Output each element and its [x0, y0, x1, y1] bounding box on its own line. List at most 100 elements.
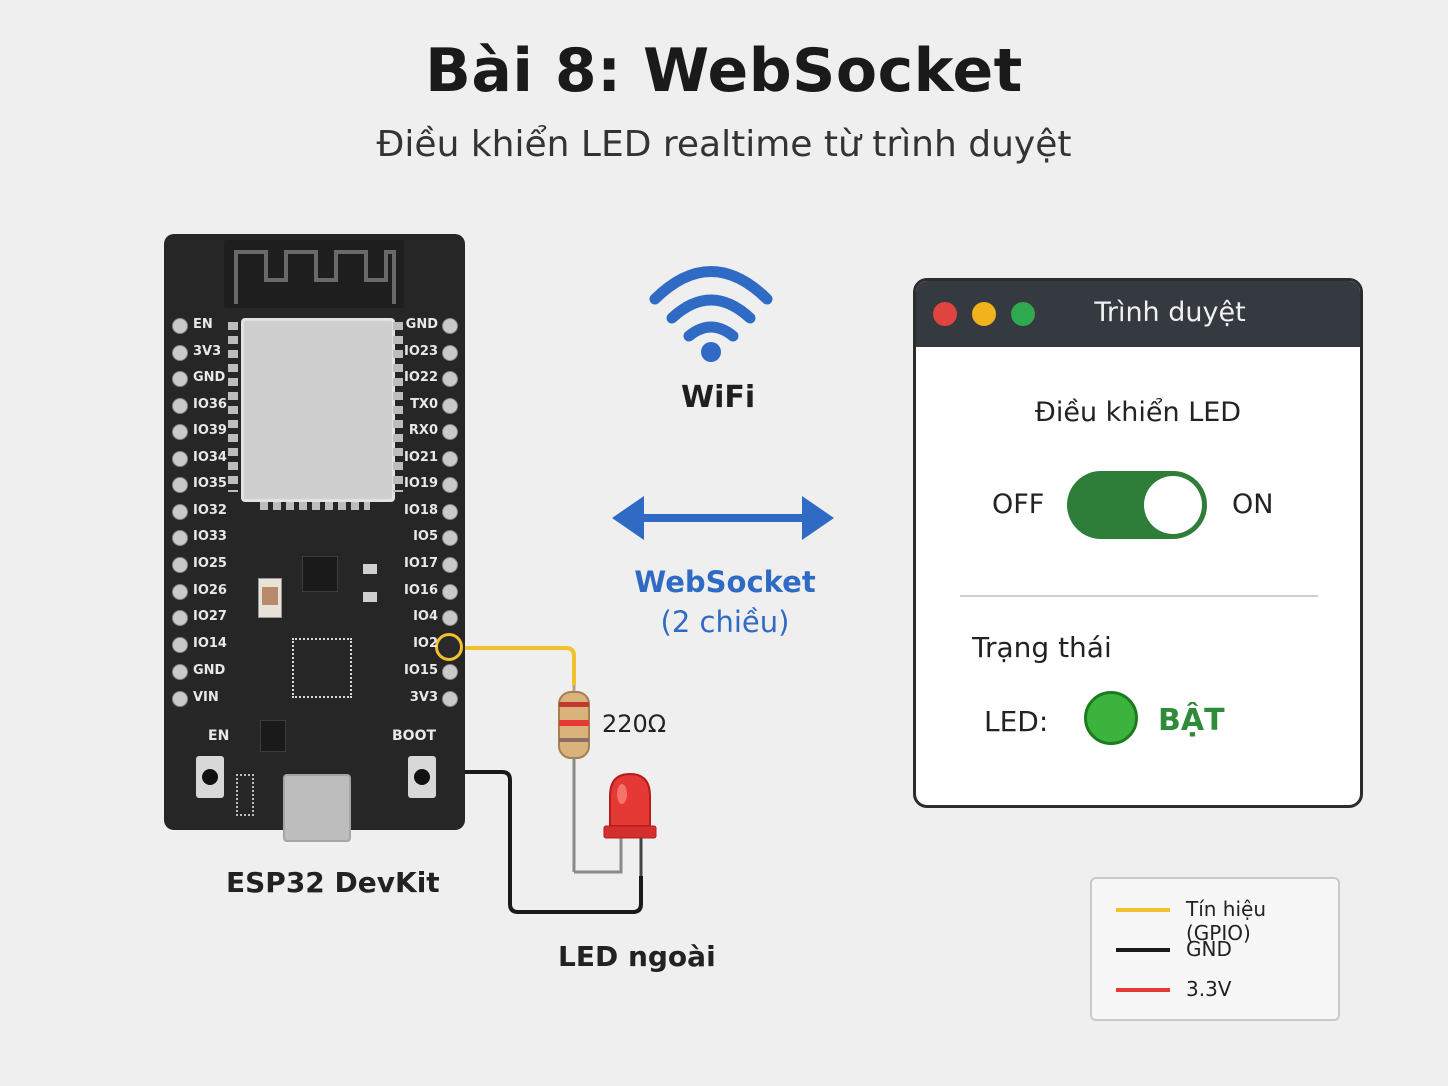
- pin-left-8: IO32: [170, 498, 310, 524]
- pin-left-1: EN: [170, 312, 310, 338]
- pin-left-5: IO39: [170, 418, 310, 444]
- module-pads-bottom: [260, 502, 370, 510]
- module-pads-right: [393, 322, 403, 492]
- pin-right-4: TX0: [318, 392, 458, 418]
- pin-right-9: IO5: [318, 524, 458, 550]
- resistor-icon: [558, 685, 590, 872]
- pin-header-dot: [172, 371, 188, 387]
- led-indicator: [236, 774, 254, 816]
- pin-header-dot: [442, 451, 458, 467]
- legend-label: GND: [1186, 937, 1232, 961]
- websocket-protocol-label: WebSocket: [634, 565, 816, 599]
- pin-label: RX0: [408, 423, 438, 438]
- pin-left-7: IO35: [170, 471, 310, 497]
- toggle-on-label: ON: [1232, 489, 1274, 520]
- pin-left-6: IO34: [170, 445, 310, 471]
- section-divider: [960, 595, 1318, 597]
- pin-right-5: RX0: [318, 418, 458, 444]
- gpio-wire: [465, 646, 576, 685]
- pin-header-dot: [442, 477, 458, 493]
- close-window-icon[interactable]: [933, 302, 957, 326]
- wifi-icon: [649, 266, 773, 362]
- pin-header-dot: [172, 398, 188, 414]
- pin-label: IO35: [193, 476, 227, 491]
- websocket-direction-note: (2 chiều): [660, 605, 790, 639]
- page-title: Bài 8: WebSocket: [425, 36, 1023, 106]
- en-button[interactable]: [196, 756, 224, 798]
- led-toggle-switch[interactable]: [1067, 471, 1207, 539]
- pin-label: IO27: [193, 609, 227, 624]
- pin-label: IO17: [404, 556, 438, 571]
- led-status-field-label: LED:: [984, 705, 1049, 738]
- pin-label: GND: [193, 370, 226, 385]
- pin-header-dot: [172, 451, 188, 467]
- pin-left-15: VIN: [170, 685, 310, 711]
- wifi-label: WiFi: [681, 380, 756, 415]
- usb-uart-chip: [292, 638, 352, 698]
- page-subtitle: Điều khiển LED realtime từ trình duyệt: [376, 124, 1072, 165]
- legend-swatch: [1116, 948, 1170, 952]
- pin-header-dot: [172, 610, 188, 626]
- pin-left-11: IO26: [170, 578, 310, 604]
- pin-header-dot: [172, 637, 188, 653]
- resistor-value-label: 220Ω: [602, 710, 667, 738]
- pin-right-12: IO4: [318, 604, 458, 630]
- pin-left-14: GND: [170, 658, 310, 684]
- pin-left-12: IO27: [170, 604, 310, 630]
- pin-header-dot: [442, 691, 458, 707]
- pin-label: IO21: [404, 450, 438, 465]
- small-ic: [260, 720, 286, 752]
- pin-header-dot: [442, 318, 458, 334]
- maximize-window-icon[interactable]: [1011, 302, 1035, 326]
- pin-label: IO23: [404, 344, 438, 359]
- pin-label: IO18: [404, 503, 438, 518]
- esp32-board: [164, 234, 465, 830]
- pin-label: IO34: [193, 450, 227, 465]
- smd-resistor-1: [363, 564, 377, 574]
- legend-item-gnd: GND: [1116, 935, 1336, 963]
- pin-label: IO5: [413, 529, 438, 544]
- pin-left-4: IO36: [170, 392, 310, 418]
- pin-label: VIN: [193, 690, 219, 705]
- pin-left-3: GND: [170, 365, 310, 391]
- boot-button[interactable]: [408, 756, 436, 798]
- pin-right-15: 3V3: [318, 685, 458, 711]
- pin-right-13-io2: IO2: [318, 631, 463, 661]
- pin-header-dot: [172, 530, 188, 546]
- board-name-label: ESP32 DevKit: [226, 866, 440, 899]
- pin-header-dot: [172, 477, 188, 493]
- browser-window: Trình duyệt Điều khiển LED OFF ON Trạng …: [913, 278, 1363, 808]
- pin-header-dot-highlighted: [435, 633, 463, 661]
- external-led-label: LED ngoài: [558, 940, 716, 973]
- module-pads-left: [228, 322, 238, 492]
- pin-header-dot: [442, 557, 458, 573]
- pin-label: IO26: [193, 583, 227, 598]
- pin-header-dot: [172, 424, 188, 440]
- legend-item-3v3: 3.3V: [1116, 975, 1336, 1003]
- status-heading: Trạng thái: [972, 631, 1112, 664]
- antenna-trace-icon: [234, 250, 396, 304]
- pin-header-dot: [442, 345, 458, 361]
- capacitor: [258, 578, 282, 618]
- pin-label: IO2: [413, 636, 438, 651]
- pin-right-8: IO18: [318, 498, 458, 524]
- pin-label: IO15: [404, 663, 438, 678]
- minimize-window-icon[interactable]: [972, 302, 996, 326]
- pin-label: 3V3: [193, 344, 222, 359]
- pin-label: TX0: [410, 397, 438, 412]
- pin-header-dot: [172, 318, 188, 334]
- pin-header-dot: [172, 664, 188, 680]
- pin-header-dot: [442, 530, 458, 546]
- browser-title: Trình duyệt: [1094, 297, 1246, 328]
- pin-header-dot: [172, 557, 188, 573]
- bidirectional-arrow-icon: [612, 496, 834, 540]
- legend-label: Tín hiệu (GPIO): [1186, 897, 1267, 945]
- pin-right-6: IO21: [318, 445, 458, 471]
- micro-usb-port: [283, 774, 351, 842]
- pin-header-dot: [442, 424, 458, 440]
- pin-label: GND: [405, 317, 438, 332]
- pin-left-10: IO25: [170, 551, 310, 577]
- boot-button-label: BOOT: [392, 728, 437, 744]
- pin-left-13: IO14: [170, 631, 310, 657]
- pin-label: IO19: [404, 476, 438, 491]
